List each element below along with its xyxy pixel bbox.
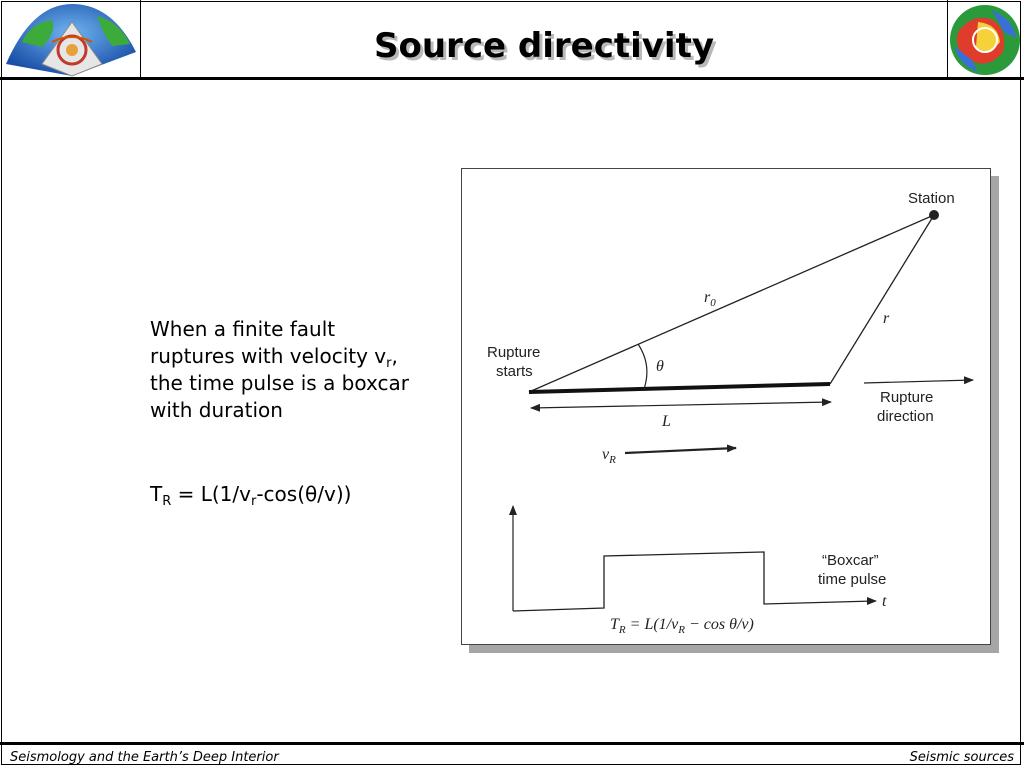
theta-arc <box>637 343 648 390</box>
duration-formula: TR = L(1/vr-cos(θ/v)) <box>150 482 352 509</box>
earth-globe-logo <box>6 4 136 77</box>
formula-segment: T <box>150 482 163 506</box>
description-line: with duration <box>150 398 283 422</box>
formula-segment: = L(1/v <box>171 482 251 506</box>
description-line: the time pulse is a boxcar <box>150 371 409 395</box>
header-divider-left <box>140 0 141 78</box>
description-text: When a finite fault ruptures with veloci… <box>150 316 409 424</box>
header-divider-right <box>947 0 948 78</box>
rupture-direction-label: direction <box>877 408 934 425</box>
rupture-velocity-arrow <box>624 444 737 455</box>
boxcar-label: “Boxcar” <box>822 552 879 569</box>
time-axis-label: t <box>882 593 887 610</box>
station-dot <box>929 210 939 220</box>
r0-line <box>528 214 935 393</box>
figure-formula: TR = L(1/vR − cos θ/v) <box>610 616 754 636</box>
velocity-subscript: r <box>386 356 392 371</box>
r-line <box>829 214 935 385</box>
boxcar-label: time pulse <box>818 571 886 588</box>
footer-rule <box>0 742 1024 745</box>
r-label: r <box>883 310 890 327</box>
page-title: Source directivity <box>374 26 714 66</box>
rupture-velocity-label: vR <box>602 446 616 466</box>
tomography-globe-logo <box>950 5 1020 75</box>
header-rule <box>0 77 1024 80</box>
description-line: When a finite fault <box>150 317 336 341</box>
description-text-segment: ruptures with velocity v <box>150 344 387 368</box>
footer-section-title: Seismic sources <box>909 750 1014 765</box>
header: Source directivity <box>0 0 1024 80</box>
r0-label: r0 <box>704 289 716 309</box>
length-arrow <box>530 398 832 412</box>
rupture-starts-label: starts <box>496 363 533 380</box>
theta-label: θ <box>656 358 664 375</box>
rupture-starts-label: Rupture <box>487 344 540 361</box>
directivity-diagram: Station r0 r θ Rupture starts L Rupture … <box>487 190 974 636</box>
formula-subscript: R <box>162 494 172 509</box>
directivity-figure: Station r0 r θ Rupture starts L Rupture … <box>461 168 991 645</box>
rupture-direction-arrow <box>863 376 974 385</box>
description-text-segment: , <box>391 344 398 368</box>
formula-subscript: r <box>250 494 257 509</box>
fault-line <box>528 382 831 394</box>
description-line: ruptures with velocity vr, <box>150 343 409 370</box>
station-label: Station <box>908 190 955 207</box>
footer-course-title: Seismology and the Earth’s Deep Interior <box>10 750 279 765</box>
length-label: L <box>661 413 671 430</box>
rupture-direction-label: Rupture <box>880 389 933 406</box>
formula-segment: -cos(θ/v)) <box>256 482 352 506</box>
boxcar-pulse <box>512 551 875 612</box>
